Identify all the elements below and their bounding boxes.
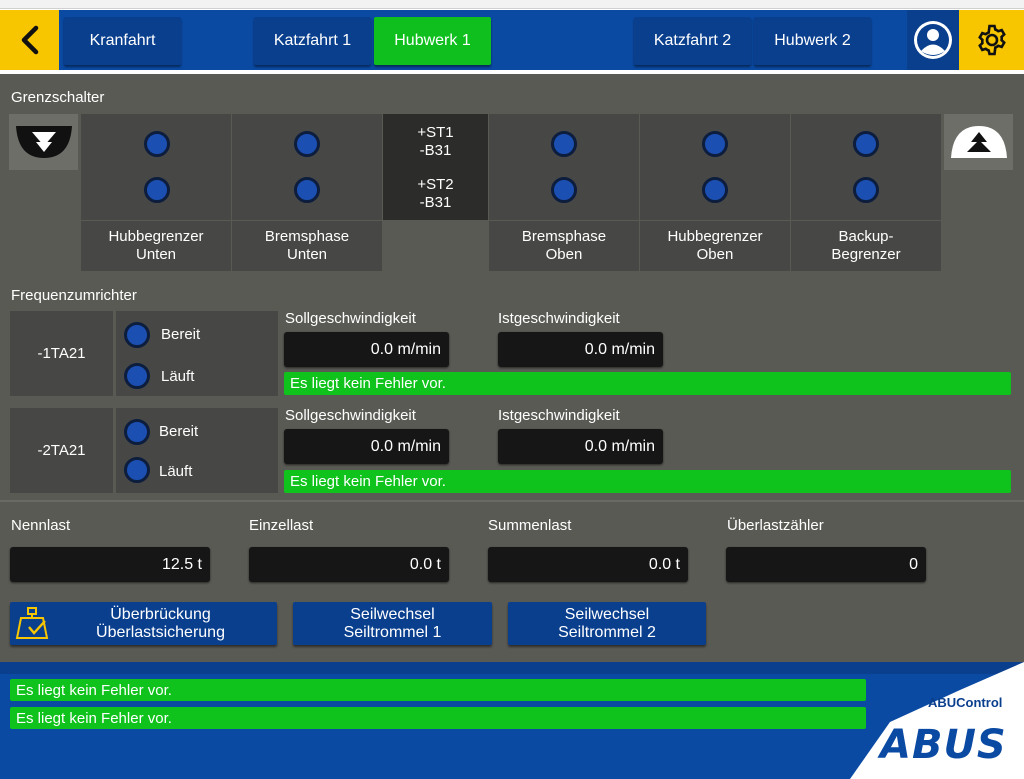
soll-speed-field: 0.0 m/min [284, 429, 449, 464]
load-label-ueberlastzaehler: Überlastzähler [727, 517, 824, 534]
arrow-up-icon [950, 126, 1007, 158]
limit-caption: Backup- Begrenzer [791, 221, 941, 271]
limit-switch-bremsphase-oben [489, 114, 639, 220]
arrow-down-icon [15, 126, 72, 158]
running-label: Läuft [159, 463, 193, 480]
load-field-ueberlastzaehler: 0 [726, 547, 926, 582]
status-led [702, 131, 728, 157]
load-label-nennlast: Nennlast [11, 517, 71, 534]
status-led [853, 177, 879, 203]
sensor-id-text: -B31 [419, 142, 452, 159]
sensor-id-box: +ST1 -B31 +ST2 -B31 [383, 114, 488, 220]
footer-message: Es liegt kein Fehler vor. [10, 679, 866, 701]
inverter-status-message: Es liegt kein Fehler vor. [284, 372, 1011, 395]
sensor-id-text: +ST2 [417, 176, 454, 193]
sensor-id-text: +ST1 [417, 124, 454, 141]
tab-kranfahrt[interactable]: Kranfahrt [64, 17, 181, 65]
sensor-id-text: -B31 [419, 194, 452, 211]
limit-caption: Bremsphase Oben [489, 221, 639, 271]
load-field-summenlast: 0.0 t [488, 547, 688, 582]
caption-line: Oben [696, 246, 734, 263]
inverter-status-message: Es liegt kein Fehler vor. [284, 470, 1011, 493]
status-led [294, 177, 320, 203]
section-title-grenzschalter: Grenzschalter [11, 89, 105, 106]
load-label-einzellast: Einzellast [249, 517, 314, 534]
button-line: Seiltrommel 2 [558, 623, 656, 641]
tab-hubwerk-1[interactable]: Hubwerk 1 [374, 17, 491, 65]
button-line: Überbrückung [110, 605, 211, 623]
status-led [294, 131, 320, 157]
ist-speed-field: 0.0 m/min [498, 429, 663, 464]
settings-button[interactable] [959, 10, 1024, 70]
limit-switch-hubbegrenzer-unten [81, 114, 231, 220]
ist-label: Istgeschwindigkeit [498, 310, 620, 327]
caption-line: Bremsphase [521, 228, 607, 245]
button-line: Seilwechsel [564, 605, 650, 623]
caption-line: Unten [135, 246, 177, 263]
caption-line: Begrenzer [831, 246, 901, 263]
running-led [124, 363, 150, 389]
status-led [853, 131, 879, 157]
ready-label: Bereit [161, 326, 201, 343]
logo-background [850, 662, 1024, 779]
inverter-id: -2TA21 [10, 408, 113, 493]
status-led [551, 177, 577, 203]
back-button[interactable] [0, 10, 59, 70]
ready-led [124, 419, 150, 445]
caption-line: Hubbegrenzer [667, 228, 763, 245]
user-icon [914, 21, 952, 59]
footer-top-band [0, 662, 1024, 674]
limit-switch-bremsphase-unten [232, 114, 382, 220]
chevron-left-icon [21, 25, 38, 55]
caption-line: Unten [286, 246, 328, 263]
limit-caption: Bremsphase Unten [232, 221, 382, 271]
limit-switch-backup-begrenzer [791, 114, 941, 220]
limit-caption: Hubbegrenzer Unten [81, 221, 231, 271]
scale-check-icon [15, 607, 49, 639]
footer-message: Es liegt kein Fehler vor. [10, 707, 866, 729]
button-line: Seilwechsel [350, 605, 435, 623]
section-divider [0, 500, 1024, 502]
tab-katzfahrt-2[interactable]: Katzfahrt 2 [634, 17, 751, 65]
caption-line: Bremsphase [264, 228, 350, 245]
caption-line: Backup- [838, 228, 894, 245]
gear-icon [977, 24, 1006, 56]
ist-speed-field: 0.0 m/min [498, 332, 663, 367]
ready-label: Bereit [159, 423, 199, 440]
caption-line: Hubbegrenzer [108, 228, 204, 245]
lower-limit-button[interactable] [9, 114, 78, 170]
inverter-id: -1TA21 [10, 311, 113, 396]
rope-change-drum-2-button[interactable]: Seilwechsel Seiltrommel 2 [508, 602, 706, 645]
status-led [144, 131, 170, 157]
browser-top-strip [0, 0, 1024, 9]
limit-caption: Hubbegrenzer Oben [640, 221, 790, 271]
status-led [702, 177, 728, 203]
load-field-einzellast: 0.0 t [249, 547, 449, 582]
caption-line: Oben [545, 246, 583, 263]
upper-limit-button[interactable] [944, 114, 1013, 170]
tab-katzfahrt-1[interactable]: Katzfahrt 1 [254, 17, 371, 65]
limit-switch-hubbegrenzer-oben [640, 114, 790, 220]
button-line: Überlastsicherung [96, 623, 225, 641]
soll-label: Sollgeschwindigkeit [285, 310, 416, 327]
ready-led [124, 322, 150, 348]
user-button[interactable] [907, 10, 959, 70]
button-line: Seiltrommel 1 [343, 623, 442, 641]
soll-speed-field: 0.0 m/min [284, 332, 449, 367]
soll-label: Sollgeschwindigkeit [285, 407, 416, 424]
ist-label: Istgeschwindigkeit [498, 407, 620, 424]
rope-change-drum-1-button[interactable]: Seilwechsel Seiltrommel 1 [293, 602, 492, 645]
tab-hubwerk-2[interactable]: Hubwerk 2 [754, 17, 871, 65]
running-label: Läuft [161, 368, 195, 385]
product-name: ABUControl [928, 695, 1003, 710]
status-led [144, 177, 170, 203]
load-label-summenlast: Summenlast [488, 517, 572, 534]
overload-bypass-button[interactable]: Überbrückung Überlastsicherung [10, 602, 277, 645]
brand-logo: ABUS [880, 722, 1007, 768]
load-field-nennlast: 12.5 t [10, 547, 210, 582]
section-title-frequenzumrichter: Frequenzumrichter [11, 287, 137, 304]
running-led [124, 457, 150, 483]
status-led [551, 131, 577, 157]
